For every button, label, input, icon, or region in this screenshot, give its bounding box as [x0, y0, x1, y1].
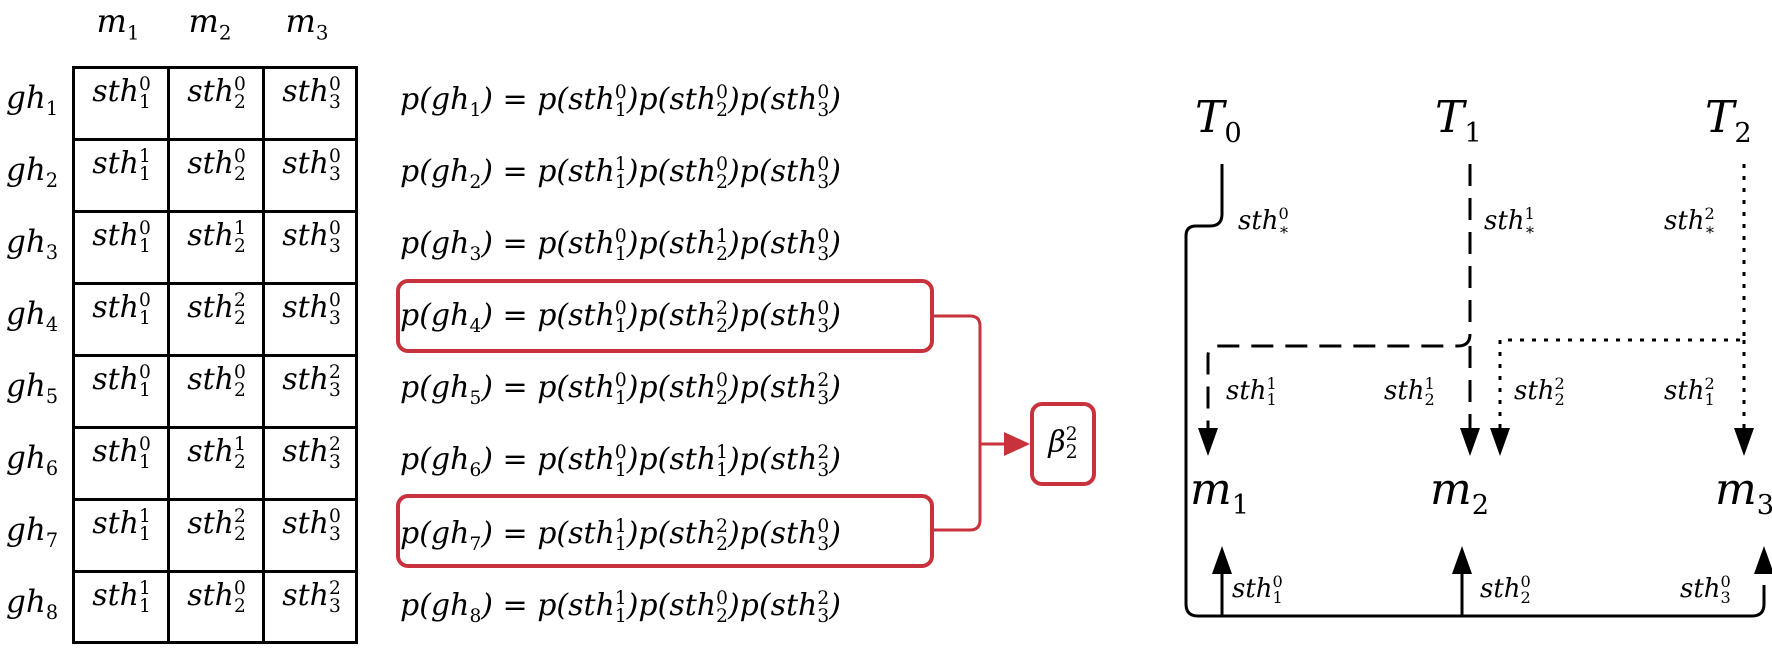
row-header-gh6: gh6 — [6, 440, 59, 481]
col-header-m1: m1 — [96, 2, 140, 45]
row-header-gh3: gh3 — [6, 224, 59, 265]
merge-line — [934, 314, 982, 532]
arrow-head — [1004, 432, 1030, 456]
node-t0: T0 — [1195, 92, 1242, 149]
row-header-gh5: gh5 — [6, 368, 59, 409]
row-header-gh7: gh7 — [6, 512, 59, 553]
arrow-up-m3 — [1754, 546, 1772, 574]
arrow-up-m1 — [1212, 546, 1232, 574]
row-header-gh8: gh8 — [6, 584, 59, 625]
t2-dotted-line — [1498, 164, 1746, 430]
row-header-gh2: gh2 — [6, 152, 59, 193]
arrow-up-m2 — [1452, 546, 1472, 574]
highlight-box-gh4 — [396, 279, 934, 353]
arrow-down-m2-dashed — [1460, 428, 1480, 456]
row-header-gh1: gh1 — [6, 80, 59, 121]
node-t1: T1 — [1435, 92, 1482, 149]
table-divider — [72, 498, 358, 501]
arrow-down-m3 — [1734, 428, 1754, 456]
table-divider — [72, 354, 358, 357]
node-t2: T2 — [1705, 92, 1752, 149]
col-header-m3: m3 — [285, 2, 329, 45]
table-divider — [72, 138, 358, 141]
arrow-down-m1 — [1198, 428, 1218, 456]
node-m2: m2 — [1430, 464, 1490, 521]
col-header-m2: m2 — [188, 2, 232, 45]
arrow-down-m2-dotted — [1490, 428, 1510, 456]
highlight-box-gh7 — [396, 494, 934, 568]
table-divider — [72, 282, 358, 285]
t1-dashed-line — [1206, 164, 1472, 430]
table-divider — [72, 210, 358, 213]
row-header-gh4: gh4 — [6, 296, 59, 337]
node-m1: m1 — [1190, 464, 1250, 521]
t0-solid-line — [1184, 164, 1766, 618]
table-divider — [72, 426, 358, 429]
table-divider — [72, 570, 358, 573]
node-m3: m3 — [1715, 464, 1772, 521]
